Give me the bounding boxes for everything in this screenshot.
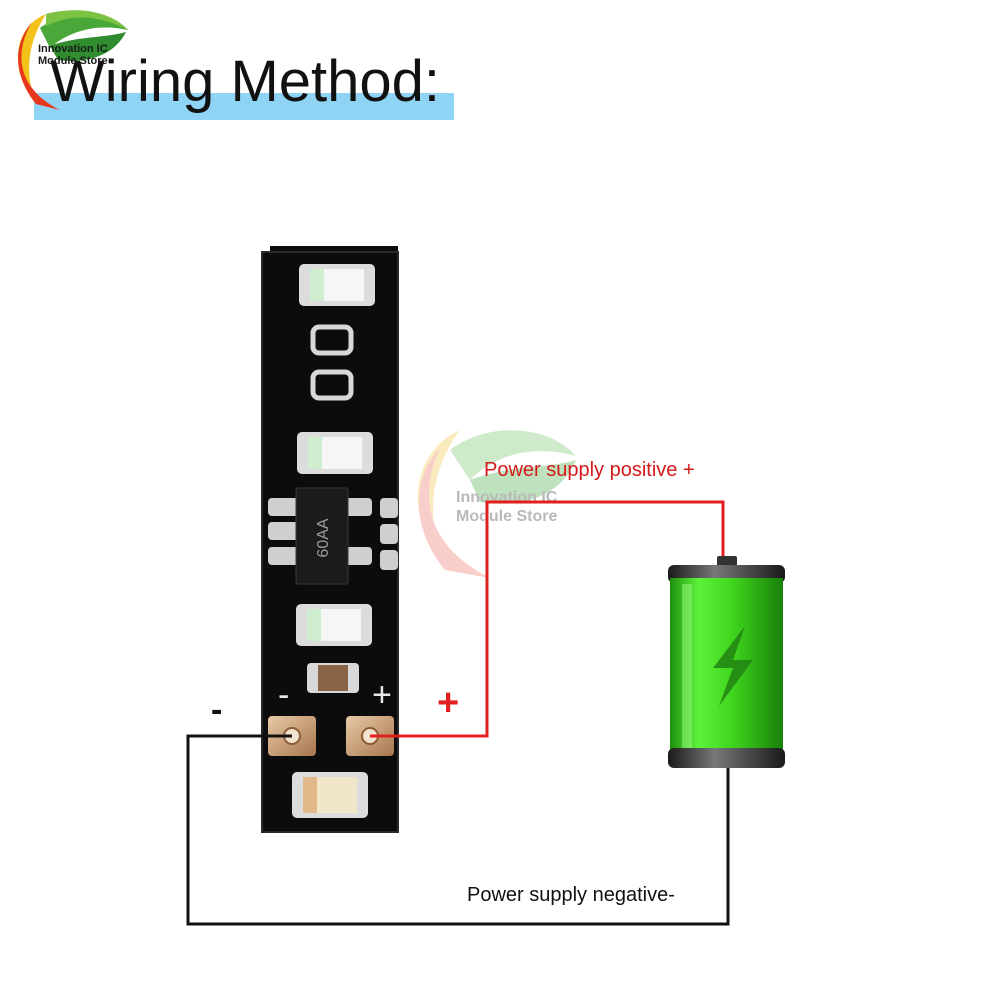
positive-wire <box>370 500 725 738</box>
pad-plus-silkscreen: + <box>372 676 392 714</box>
watermark-line-2: Module Store <box>456 508 558 525</box>
led-top <box>299 264 375 306</box>
logo-line-1: Innovation IC <box>38 43 108 55</box>
led-middle <box>297 432 373 474</box>
pcb-board: 60AA - + <box>261 246 399 833</box>
watermark-logo-icon <box>417 430 576 578</box>
led-bottom <box>292 772 368 818</box>
battery-lightning-icon <box>668 556 785 768</box>
page-title: Wiring Method: <box>50 49 441 114</box>
plus-symbol: + <box>437 682 460 724</box>
logo-text: Innovation IC Module Store <box>38 43 108 67</box>
pad-minus-silkscreen: - <box>278 676 289 714</box>
positive-label: Power supply positive + <box>484 459 695 481</box>
chip-marking: 60AA <box>315 518 332 557</box>
negative-wire <box>186 734 730 926</box>
resistor-1 <box>310 324 354 356</box>
leaf-logo-icon <box>17 10 128 110</box>
capacitor <box>307 663 359 693</box>
led-lower <box>296 604 372 646</box>
minus-symbol: - <box>211 691 223 729</box>
resistor-2 <box>310 369 354 401</box>
ic-chip: 60AA <box>268 487 372 585</box>
logo-line-2: Module Store <box>38 55 108 67</box>
negative-label: Power supply negative- <box>467 884 675 906</box>
title-highlight-bar <box>34 93 454 120</box>
